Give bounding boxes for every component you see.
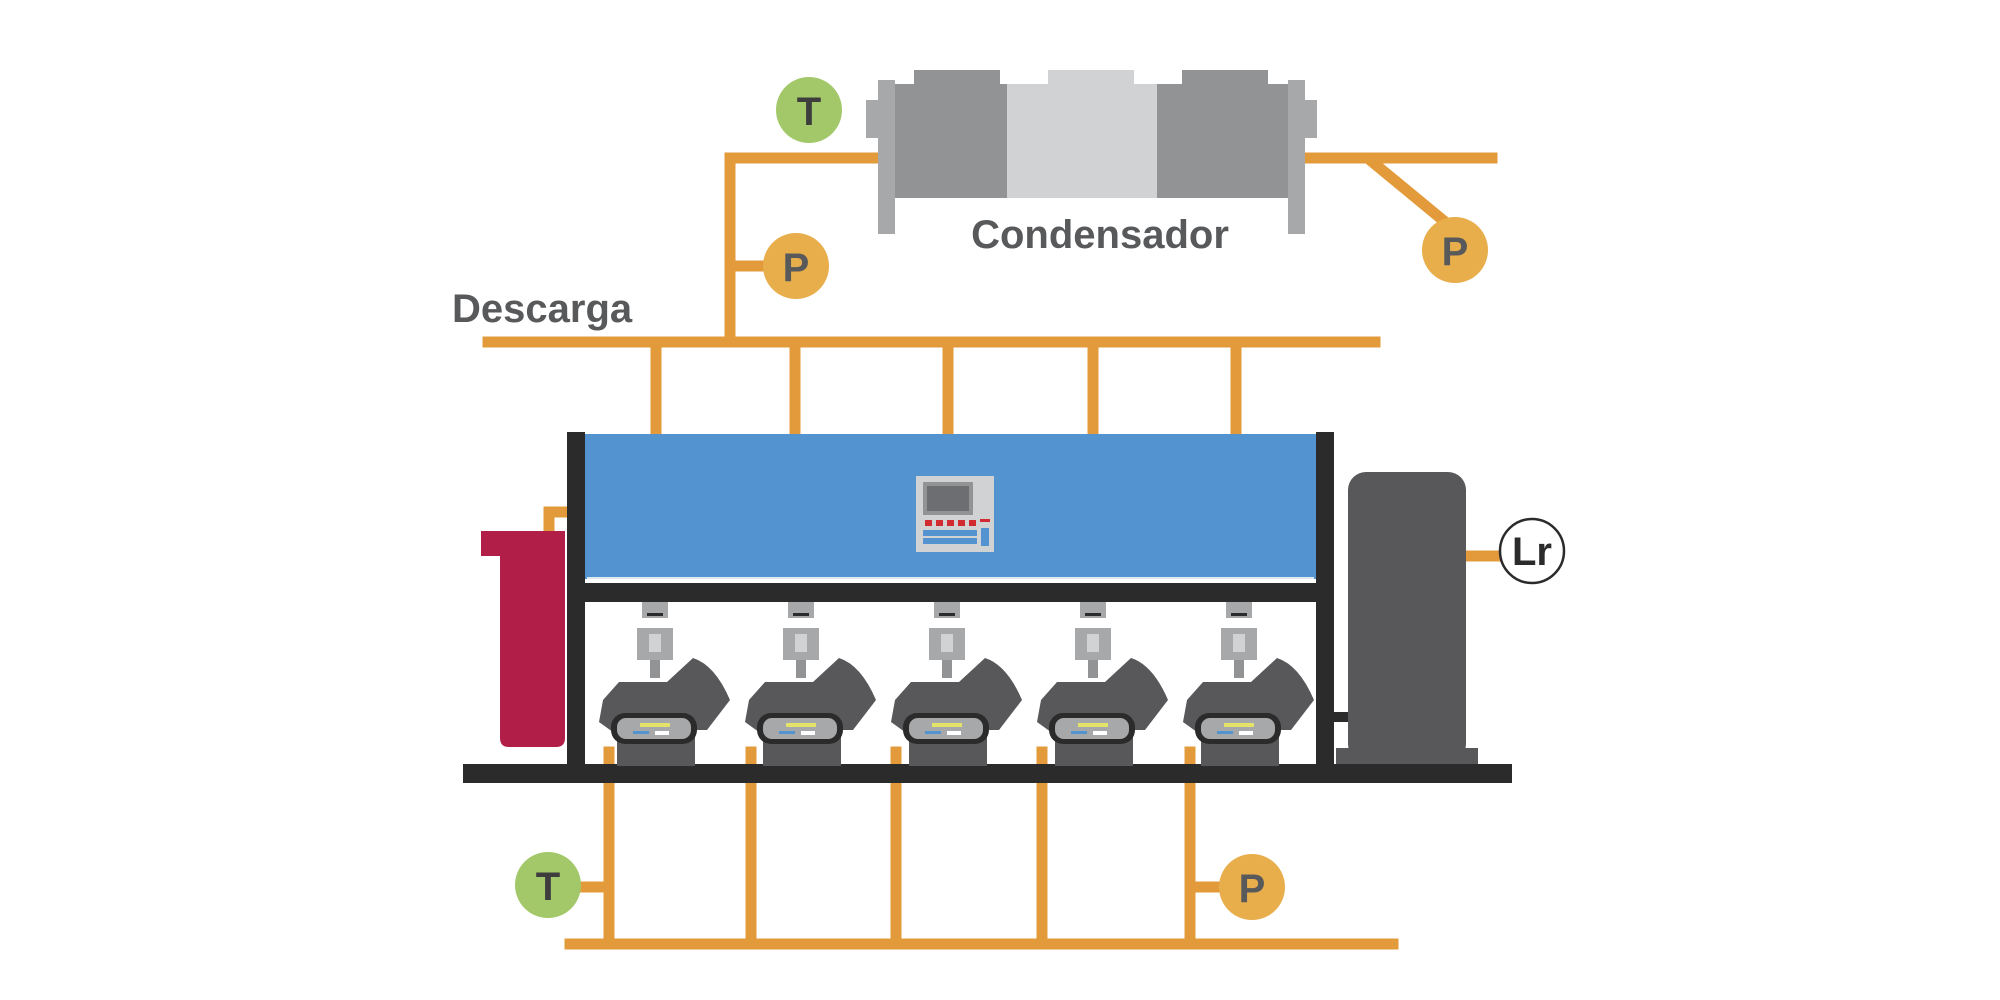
- compressor-nameplate-stripe: [1239, 731, 1253, 735]
- condenser-flange: [1305, 100, 1317, 138]
- condenser-fan-cap: [1048, 70, 1134, 86]
- suction-temperature-gauge: T: [515, 852, 581, 918]
- gauge-label: P: [783, 246, 810, 290]
- controller-keypad: [923, 528, 989, 546]
- compressor-body: [745, 658, 876, 766]
- compressor-nameplate: [1201, 718, 1275, 739]
- compressor-body: [599, 658, 730, 766]
- controller-panel: [916, 476, 994, 552]
- discharge-pressure-gauge: P: [763, 233, 829, 299]
- compressor-nameplate-stripe: [1071, 731, 1087, 734]
- compressor-nameplate-stripe: [1093, 731, 1107, 735]
- compressor-valve-window: [941, 634, 953, 652]
- compressor-valve-slot: [647, 613, 663, 616]
- pipe-network: [482, 152, 1511, 950]
- compressor: [745, 602, 876, 766]
- compressor-body: [891, 658, 1022, 766]
- compressor-nameplate: [909, 718, 983, 739]
- condenser-end-plate: [1288, 80, 1305, 234]
- compressor-body: [1183, 658, 1314, 766]
- compressor-nameplate-stripe: [655, 731, 669, 735]
- condenser-label: Condensador: [971, 213, 1229, 257]
- condenser-fan-cap: [914, 70, 1000, 86]
- condenser-body: [1157, 84, 1289, 198]
- compressor-nameplate-stripe: [786, 723, 816, 727]
- oil-separator: [481, 531, 565, 747]
- liquid-receiver-foot: [1336, 748, 1478, 768]
- condenser-inlet-pipe: [724, 152, 884, 348]
- condenser: [866, 70, 1317, 234]
- compressor-nameplate-stripe: [925, 731, 941, 734]
- condenser-flange: [866, 100, 878, 138]
- suction-pressure-gauge: P: [1219, 854, 1285, 920]
- oil-separator-pipe: [543, 506, 573, 546]
- compressor-body: [1037, 658, 1168, 766]
- gauge-label: T: [536, 865, 560, 909]
- compressor-nameplate-stripe: [1078, 723, 1108, 727]
- compressor-nameplate-stripe: [1224, 723, 1254, 727]
- frame-base: [463, 764, 1512, 783]
- rack-frame: [463, 432, 1512, 783]
- compressor-valve-slot: [793, 613, 809, 616]
- compressor-valve-stem: [796, 660, 806, 678]
- compressor-valve-stem: [650, 660, 660, 678]
- compressor-nameplate-stripe: [640, 723, 670, 727]
- gauge-label: Lr: [1512, 530, 1552, 574]
- condenser-end-plate: [878, 80, 895, 234]
- compressor-valve-slot: [1085, 613, 1101, 616]
- compressor: [891, 602, 1022, 766]
- compressor-nameplate-stripe: [1217, 731, 1233, 734]
- compressor: [599, 602, 730, 766]
- frame-shelf: [567, 583, 1334, 602]
- discharge-label: Descarga: [452, 287, 633, 331]
- condenser-fan-cap: [1182, 70, 1268, 86]
- compressor-nameplate-stripe: [779, 731, 795, 734]
- compressor-valve-stem: [942, 660, 952, 678]
- compressor-valve-slot: [1231, 613, 1247, 616]
- compressor-nameplate: [763, 718, 837, 739]
- compressor-valve-window: [1233, 634, 1245, 652]
- compressor-valve-stem: [1234, 660, 1244, 678]
- compressor-valve-window: [649, 634, 661, 652]
- compressor-nameplate-stripe: [633, 731, 649, 734]
- compressor-nameplate-stripe: [947, 731, 961, 735]
- compressor-valve-stem: [1088, 660, 1098, 678]
- compressor: [1183, 602, 1314, 766]
- compressor-valve-window: [1087, 634, 1099, 652]
- compressor-valve-window: [795, 634, 807, 652]
- compressor: [1037, 602, 1168, 766]
- compressor-nameplate: [1055, 718, 1129, 739]
- gauge-label: T: [797, 90, 821, 134]
- gauge-label: P: [1442, 230, 1469, 274]
- condenser-outlet-pressure-gauge: P: [1422, 217, 1488, 283]
- liquid-receiver-gauge: Lr: [1498, 517, 1566, 585]
- frame-link: [1334, 712, 1348, 722]
- compressor-nameplate: [617, 718, 691, 739]
- compressor-group: [599, 602, 1314, 766]
- compressor-nameplate-stripe: [932, 723, 962, 727]
- outlet-pressure-branch-pipe: [1362, 152, 1458, 234]
- condenser-body: [1007, 84, 1157, 198]
- compressor-valve-slot: [939, 613, 955, 616]
- condenser-body: [895, 84, 1007, 198]
- condenser-temperature-gauge: T: [776, 77, 842, 143]
- gauge-label: P: [1239, 867, 1266, 911]
- compressor-nameplate-stripe: [801, 731, 815, 735]
- liquid-receiver: [1348, 472, 1466, 762]
- controller-red-buttons: [925, 519, 990, 526]
- controller-screen: [927, 486, 969, 511]
